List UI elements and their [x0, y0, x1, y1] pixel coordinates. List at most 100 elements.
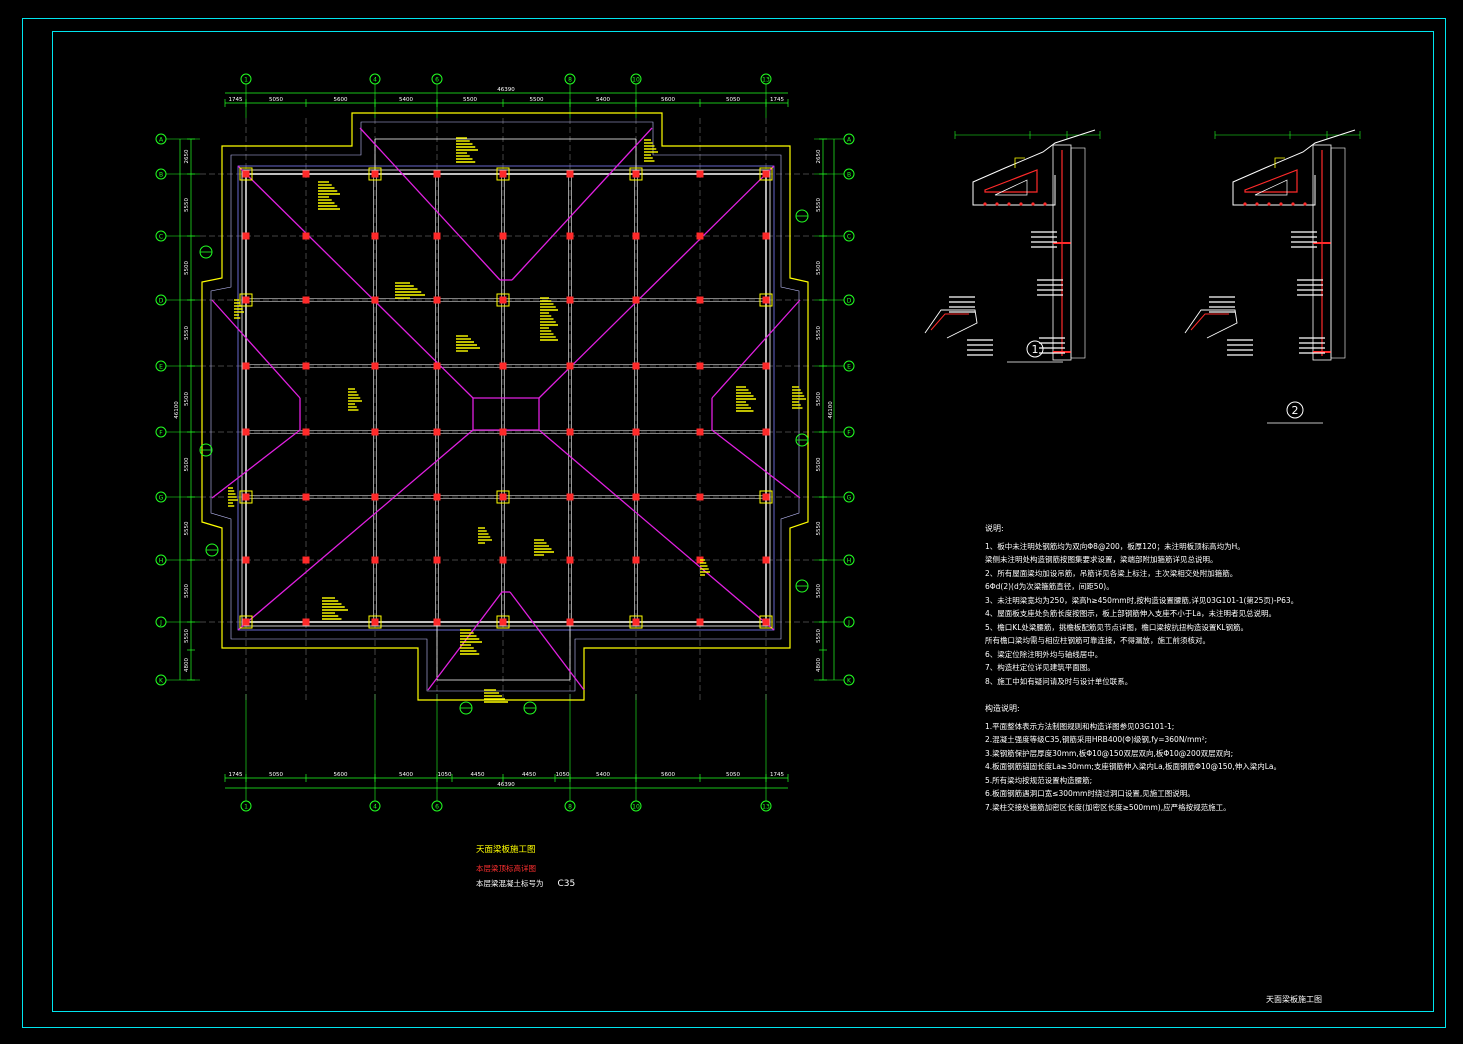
- axis-label: F: [847, 430, 851, 437]
- ridge-line: [711, 299, 801, 399]
- eave-line: [237, 165, 775, 631]
- column-box: [239, 293, 253, 307]
- roof-slope: [972, 129, 1096, 193]
- column: [302, 618, 310, 626]
- bottom-dim-text: 1050: [556, 772, 570, 778]
- right-dim-text: 5500: [816, 584, 822, 598]
- rebar-dot: [1267, 202, 1271, 206]
- overall-dim-right-text: 46100: [828, 401, 834, 419]
- right-dim-text: 5550: [816, 198, 822, 212]
- beam-annotation: [700, 559, 710, 576]
- rebar-dot: [1303, 202, 1307, 206]
- rebar-dot: [1243, 202, 1247, 206]
- detail-2: 2: [1184, 129, 1361, 424]
- notes-lines: 1、板中未注明处钢筋均为双向Φ8@200，板厚120；未注明板顶标高均为H。 梁…: [985, 540, 1298, 689]
- column: [302, 493, 310, 501]
- left-dim-text: 4800: [184, 658, 190, 672]
- column: [499, 232, 507, 240]
- beam-annotation: [456, 137, 478, 163]
- column: [566, 232, 574, 240]
- rebar-dot: [1043, 202, 1047, 206]
- top-dim-text: 5500: [463, 97, 477, 103]
- axis-label: 10: [632, 77, 640, 84]
- column: [302, 362, 310, 370]
- column-box: [759, 167, 773, 181]
- note-line: 3.梁钢筋保护层厚度30mm,板Φ10@150双层双向,板Φ10@200双层双向…: [985, 748, 1234, 758]
- beam-annotation: [736, 386, 756, 412]
- column: [566, 556, 574, 564]
- roof-slope: [1232, 129, 1356, 193]
- ridge-line: [511, 127, 653, 281]
- column: [696, 232, 704, 240]
- ridge-line: [211, 299, 301, 399]
- note-line: 4、屋面板支座处负筋长度按图示，板上部钢筋伸入支座不小于La，未注明者见总说明。: [985, 609, 1277, 618]
- eave-slab: [972, 175, 1056, 206]
- column: [566, 170, 574, 178]
- axis-label: 1: [244, 804, 248, 811]
- column: [371, 362, 379, 370]
- column: [371, 428, 379, 436]
- plan-title: 天面梁板施工图: [476, 845, 536, 855]
- top-dim-text: 5600: [661, 97, 675, 103]
- right-dim-text: 5550: [816, 521, 822, 535]
- legend-concrete-label: 本层梁混凝土标号为: [476, 879, 544, 888]
- column-box: [239, 490, 253, 504]
- bottom-dim-text: 1050: [438, 772, 452, 778]
- note-line: 5、檐口KL处梁腰筋，挑檐板配筋见节点详图，檐口梁按抗扭构造设置KL钢筋。: [985, 622, 1248, 632]
- detail-number: 2: [1292, 404, 1299, 417]
- column: [762, 618, 770, 626]
- ridge-line: [211, 429, 301, 499]
- axis-label: G: [159, 495, 164, 502]
- axis-label: 8: [568, 804, 572, 811]
- column-box: [759, 490, 773, 504]
- column: [302, 428, 310, 436]
- beam-annotation: [234, 299, 244, 319]
- sub-detail-rebar: [1190, 313, 1229, 331]
- beam-annotation: [322, 597, 348, 620]
- axis-label: K: [847, 678, 852, 685]
- left-dim-text: 5500: [184, 392, 190, 406]
- note-line: 6Φd(2)(d为次梁箍筋直径，间距50)。: [985, 582, 1114, 591]
- column-box: [759, 615, 773, 629]
- bottom-dim-text: 1745: [770, 772, 784, 778]
- top-dim-text: 5050: [726, 97, 740, 103]
- right-dim-text: 5550: [816, 629, 822, 643]
- ridge-line: [359, 127, 501, 281]
- column: [696, 170, 704, 178]
- column: [762, 170, 770, 178]
- eave-details: 12: [924, 129, 1361, 424]
- left-dim-text: 2650: [184, 149, 190, 163]
- bottom-dim-text: 5400: [399, 772, 413, 778]
- column: [499, 493, 507, 501]
- axis-label: C: [159, 234, 163, 241]
- axis-label: E: [159, 364, 163, 371]
- column: [566, 618, 574, 626]
- legend-concrete-value: C35: [557, 879, 576, 889]
- beam-annotation: [484, 689, 508, 703]
- note-line: 所有檐口梁均需与相应柱钢筋可靠连接，不得漏放，施工前须核对。: [985, 636, 1210, 645]
- rebar-dot: [1255, 202, 1259, 206]
- gutter: [994, 179, 1028, 196]
- ridge-line: [237, 165, 474, 399]
- bottom-dim-text: 5050: [269, 772, 283, 778]
- note-line: 6.板面钢筋遇洞口宽≤300mm时绕过洞口设置,见施工图说明。: [985, 789, 1195, 798]
- rebar-outline: [984, 169, 1038, 193]
- column: [433, 362, 441, 370]
- bottom-dim-text: 4450: [471, 772, 485, 778]
- column: [302, 170, 310, 178]
- column: [499, 296, 507, 304]
- top-dim-text: 5500: [530, 97, 544, 103]
- column: [242, 428, 250, 436]
- column: [566, 296, 574, 304]
- column-box: [496, 293, 510, 307]
- note-line: 7.梁柱交接处箍筋加密区长度(加密区长度≥500mm),应严格按规范施工。: [985, 802, 1231, 812]
- axis-label: B: [159, 172, 163, 179]
- left-dim-text: 5500: [184, 261, 190, 275]
- beam-annotation: [540, 297, 558, 341]
- axis-label: 6: [435, 77, 439, 84]
- beam-annotation: [534, 539, 554, 556]
- column: [566, 428, 574, 436]
- column: [433, 232, 441, 240]
- legend-concrete: 本层梁混凝土标号为 C35: [476, 878, 575, 889]
